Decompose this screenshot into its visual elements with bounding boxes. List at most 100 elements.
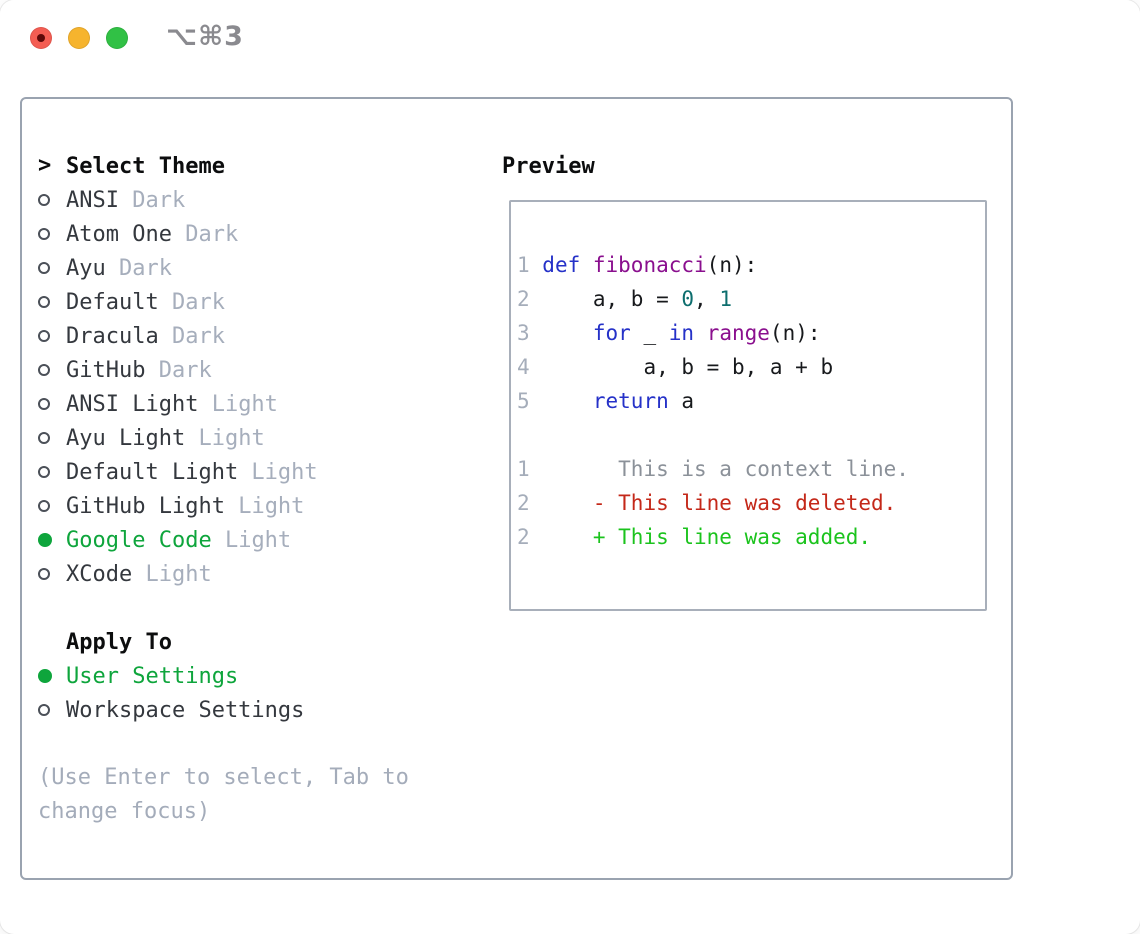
- radio-icon: [38, 568, 66, 580]
- code-segment: def: [542, 253, 593, 277]
- preview-title: Preview: [502, 153, 595, 179]
- theme-option-ayu-light[interactable]: Ayu Light Light: [38, 421, 488, 455]
- radio-icon: [38, 432, 66, 444]
- option-label: Default: [66, 289, 159, 315]
- code-segment: (n):: [706, 253, 758, 277]
- zoom-button[interactable]: [106, 27, 128, 49]
- option-variant: Light: [132, 561, 212, 587]
- radio-icon: [38, 228, 66, 240]
- record-dot-icon: [37, 34, 45, 42]
- code-segment: + This line was added.: [542, 525, 872, 549]
- minimize-button[interactable]: [68, 27, 90, 49]
- radio-icon: [38, 500, 66, 512]
- option-label: Ayu: [66, 255, 106, 281]
- code-segment: a: [668, 389, 695, 413]
- code-segment: 1: [719, 287, 732, 311]
- line-number: 4: [517, 355, 543, 379]
- theme-option-ansi-light[interactable]: ANSI Light Light: [38, 387, 488, 421]
- radio-selected-icon: [38, 669, 66, 683]
- option-variant: Light: [238, 459, 318, 485]
- window-shortcut-label: ⌥⌘3: [166, 21, 244, 52]
- spacer: [38, 727, 488, 761]
- option-variant: Dark: [105, 255, 172, 281]
- apply-option-workspace-settings[interactable]: Workspace Settings: [38, 693, 488, 727]
- code-segment: return: [592, 389, 669, 413]
- line-number: 2: [517, 491, 543, 515]
- radio-icon: [38, 704, 66, 716]
- option-label: Workspace Settings: [66, 697, 305, 723]
- option-variant: Light: [224, 493, 305, 519]
- option-variant: Dark: [118, 187, 186, 213]
- code-segment: ,: [694, 287, 720, 311]
- radio-icon: [38, 262, 66, 274]
- option-variant: Dark: [158, 289, 225, 315]
- radio-icon: [38, 364, 66, 376]
- radio-icon: [38, 194, 66, 206]
- option-label: Google Code: [66, 527, 212, 553]
- theme-option-ansi[interactable]: ANSI Dark: [38, 183, 488, 217]
- theme-option-github-light[interactable]: GitHub Light Light: [38, 489, 488, 523]
- code-segment: a, b = b, a + b: [542, 355, 834, 379]
- option-variant: Dark: [145, 357, 212, 383]
- line-number: 2: [517, 287, 543, 311]
- apply-option-user-settings[interactable]: User Settings: [38, 659, 488, 693]
- theme-option-default-light[interactable]: Default Light Light: [38, 455, 488, 489]
- option-label: User Settings: [66, 663, 239, 689]
- line-number: 1: [517, 253, 543, 277]
- keyboard-hint: (Use Enter to select, Tab to change focu…: [38, 765, 409, 824]
- close-button[interactable]: [30, 27, 52, 49]
- theme-option-xcode[interactable]: XCode Light: [38, 557, 488, 591]
- line-number: 2: [517, 525, 543, 549]
- code-segment: for: [592, 321, 631, 345]
- option-variant: Light: [198, 391, 278, 417]
- code-segment: [542, 389, 593, 413]
- option-variant: Dark: [171, 221, 239, 247]
- code-segment: [694, 321, 707, 345]
- code-segment: - This line was deleted.: [542, 491, 897, 515]
- option-label: Dracula: [66, 323, 159, 349]
- code-segment: 0: [681, 287, 695, 311]
- option-variant: Light: [211, 527, 292, 553]
- preview-pane: 1 def fibonacci(n): 2 a, b = 0, 1 3 for …: [509, 200, 987, 611]
- theme-option-default[interactable]: Default Dark: [38, 285, 488, 319]
- traffic-lights: [30, 27, 128, 49]
- line-number: 3: [517, 321, 543, 345]
- line-number: 5: [517, 389, 543, 413]
- option-label: ANSI: [66, 187, 119, 213]
- theme-option-dracula[interactable]: Dracula Dark: [38, 319, 488, 353]
- option-label: Atom One: [66, 221, 172, 247]
- theme-option-atom-one[interactable]: Atom One Dark: [38, 217, 488, 251]
- theme-option-google-code[interactable]: Google Code Light: [38, 523, 488, 557]
- option-variant: Light: [185, 425, 265, 451]
- apply-to-header: Apply To: [38, 625, 488, 659]
- code-segment: _: [630, 321, 669, 345]
- code-segment: (n):: [769, 321, 821, 345]
- line-number: 1: [517, 457, 543, 481]
- spacer: [38, 591, 488, 625]
- option-label: Default Light: [66, 459, 239, 485]
- radio-icon: [38, 398, 66, 410]
- code-segment: This is a context line.: [542, 457, 909, 481]
- radio-icon: [38, 296, 66, 308]
- title-bar: ⌥⌘3: [0, 0, 1140, 77]
- option-label: XCode: [66, 561, 133, 587]
- radio-icon: [38, 466, 66, 478]
- apply-to-title: Apply To: [66, 629, 172, 655]
- option-label: Ayu Light: [66, 425, 186, 451]
- theme-option-github[interactable]: GitHub Dark: [38, 353, 488, 387]
- focus-chevron-icon: >: [38, 153, 52, 178]
- option-label: GitHub Light: [66, 493, 225, 519]
- option-variant: Dark: [158, 323, 225, 349]
- radio-selected-icon: [38, 533, 66, 547]
- theme-picker-title: Select Theme: [66, 153, 225, 179]
- code-segment: fibonacci: [592, 253, 707, 277]
- theme-option-ayu[interactable]: Ayu Dark: [38, 251, 488, 285]
- option-label: GitHub: [66, 357, 146, 383]
- code-segment: a, b =: [542, 287, 682, 311]
- radio-icon: [38, 330, 66, 342]
- code-segment: range: [706, 321, 770, 345]
